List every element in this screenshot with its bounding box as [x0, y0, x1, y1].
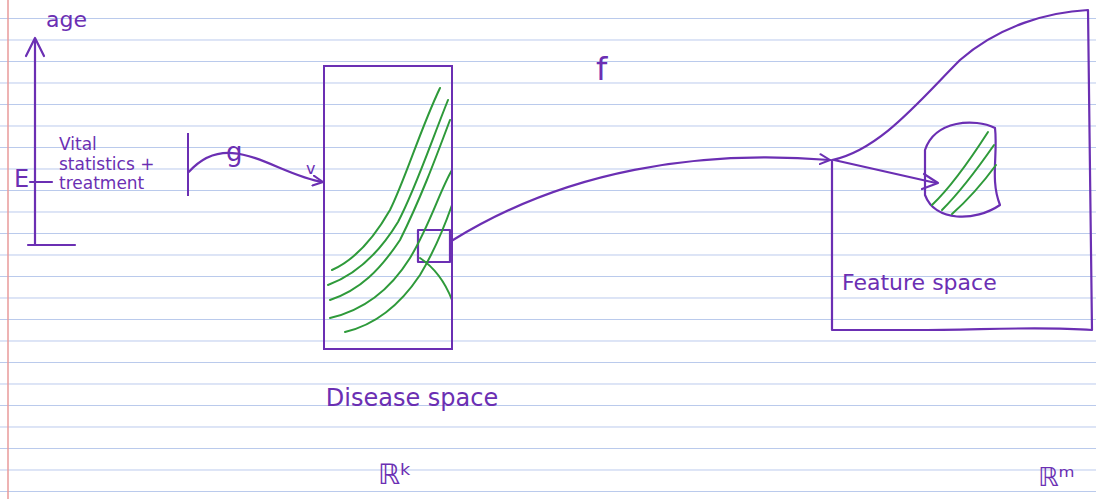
mapping-arrow — [189, 153, 323, 182]
axis-label: age — [46, 8, 87, 32]
space-symbol: ℝᵏ — [378, 459, 412, 491]
map-name: f — [596, 52, 607, 87]
vector-label: v — [306, 160, 315, 178]
disease-space-box: Disease spaceℝᵏ — [323, 65, 453, 350]
mapping-arrowhead — [922, 174, 938, 189]
node-title: Vital statistics + treatment — [59, 135, 177, 194]
map-name: g — [226, 138, 243, 167]
trajectory-curve — [330, 170, 452, 318]
image-curve — [932, 132, 988, 205]
mapping-line — [834, 160, 936, 183]
axis-tick — [30, 181, 52, 183]
mapping-arrow — [453, 157, 830, 240]
feature-space-region: Feature spaceℝᵐ — [830, 8, 1094, 338]
image-curve — [952, 165, 996, 214]
region-outline-path — [832, 10, 1092, 330]
trajectory-curve — [345, 205, 452, 332]
axis-tick — [28, 244, 75, 246]
space-symbol: ℝᵐ — [1038, 463, 1075, 493]
margin-line — [7, 0, 9, 499]
node-title: Disease space — [326, 385, 498, 413]
trajectory-curve — [332, 88, 440, 270]
axis-symbol: E — [14, 166, 29, 192]
input-bracket: Vital statistics + treatment — [55, 133, 189, 196]
trajectory-curve — [420, 258, 452, 300]
image-region — [925, 123, 1000, 217]
axis-arrowhead — [26, 38, 44, 56]
age-axis — [34, 40, 36, 245]
node-title: Feature space — [842, 270, 997, 295]
